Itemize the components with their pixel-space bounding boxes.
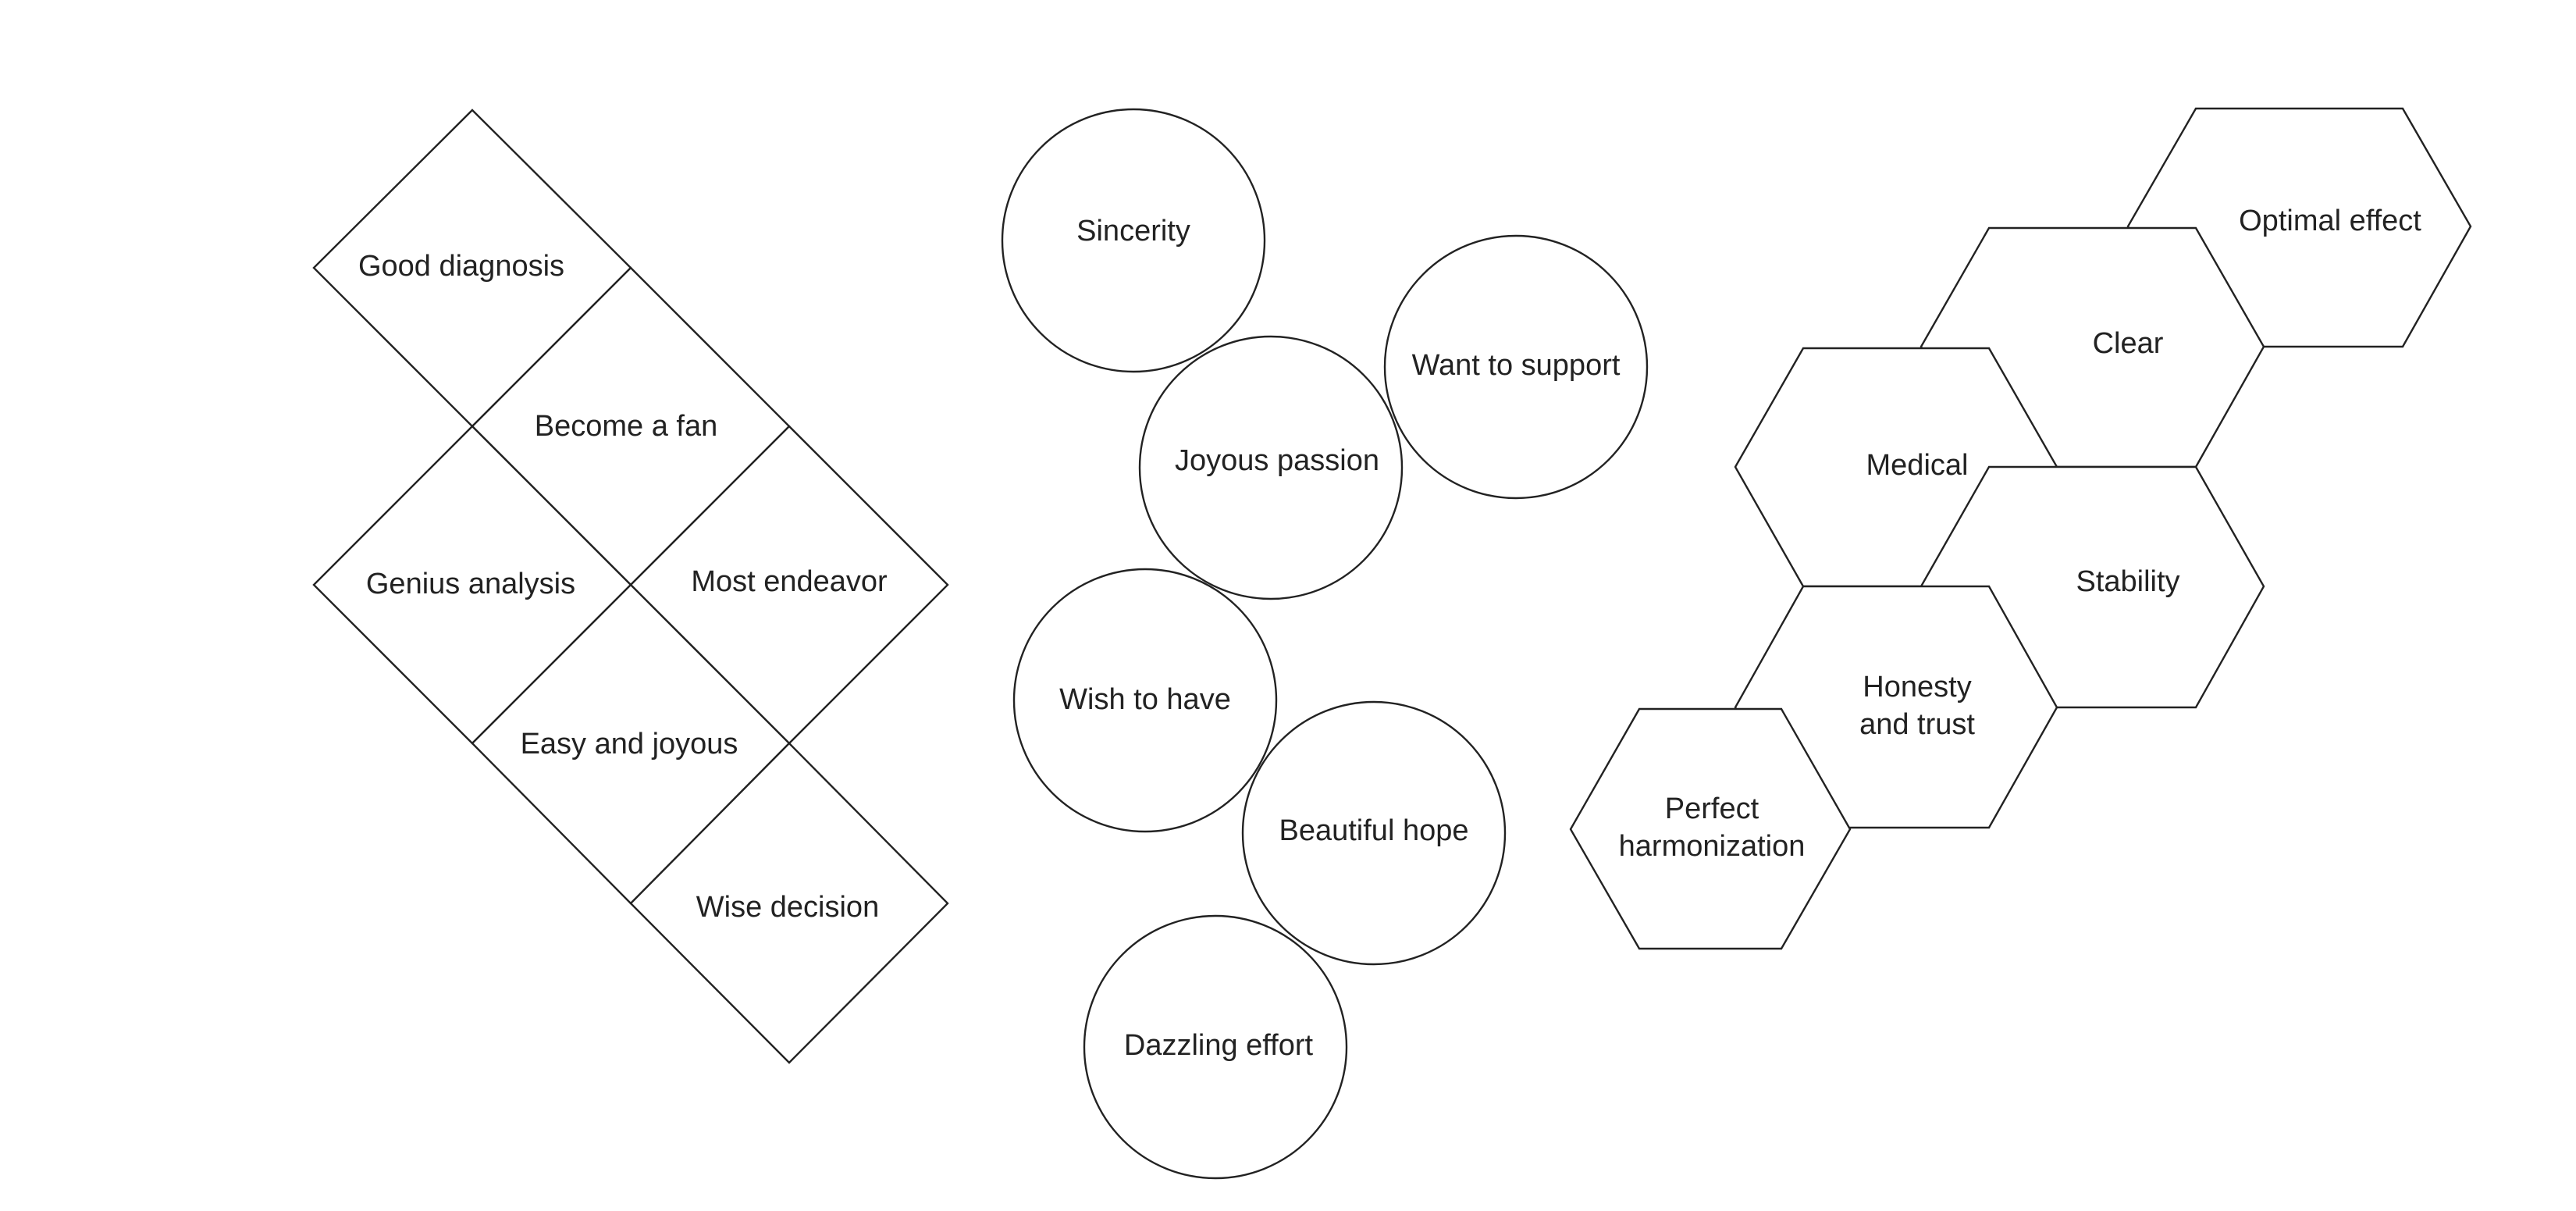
label-line: and trust <box>1859 708 1975 741</box>
hexagon-group: Optimal effect Clear Medical Stability H… <box>1569 107 2472 950</box>
circle-label: Beautiful hope <box>1279 814 1469 847</box>
hexagon-label: Stability <box>2076 565 2179 598</box>
diamond-wise-decision[interactable]: Wise decision <box>629 742 949 1064</box>
circle-label: Want to support <box>1412 349 1621 382</box>
diamond-label: Easy and joyous <box>521 728 738 760</box>
circle-dazzling-effort[interactable]: Dazzling effort <box>1083 914 1348 1180</box>
diamond-easy-and-joyous[interactable]: Easy and joyous <box>471 583 791 905</box>
hexagon-label: Honesty and trust <box>1859 671 1975 741</box>
circle-label: Sincerity <box>1076 215 1190 248</box>
diamond-label: Wise decision <box>696 891 879 924</box>
diamond-label: Good diagnosis <box>358 250 564 283</box>
circle-label: Wish to have <box>1059 683 1231 716</box>
circle-label: Dazzling effort <box>1124 1029 1314 1062</box>
circle-joyous-passion[interactable]: Joyous passion <box>1138 335 1404 600</box>
circle-label: Joyous passion <box>1175 444 1379 477</box>
label-line: harmonization <box>1619 830 1806 863</box>
hexagon-label: Optimal effect <box>2239 205 2421 237</box>
diamond-good-diagnosis[interactable]: Good diagnosis <box>312 109 632 428</box>
label-line: Honesty <box>1863 671 1971 703</box>
circle-sincerity[interactable]: Sincerity <box>1001 108 1266 373</box>
circle-group: Sincerity Want to support Joyous passion… <box>1001 108 1649 1180</box>
diamond-label: Genius analysis <box>366 568 575 600</box>
diamond-label: Most endeavor <box>691 565 888 598</box>
hexagon-label: Clear <box>2093 327 2164 360</box>
diamond-label: Become a fan <box>535 410 717 443</box>
diamond-group: Good diagnosis Become a fan Genius analy… <box>312 109 949 1064</box>
hexagon-label: Perfect harmonization <box>1619 792 1806 863</box>
circle-beautiful-hope[interactable]: Beautiful hope <box>1241 700 1507 966</box>
hexagon-label: Medical <box>1866 449 1969 482</box>
hexagon-perfect-harmonization[interactable]: Perfect harmonization <box>1569 707 1852 950</box>
label-line: Perfect <box>1665 792 1759 825</box>
circle-want-to-support[interactable]: Want to support <box>1383 234 1649 500</box>
circle-wish-to-have[interactable]: Wish to have <box>1012 568 1278 833</box>
